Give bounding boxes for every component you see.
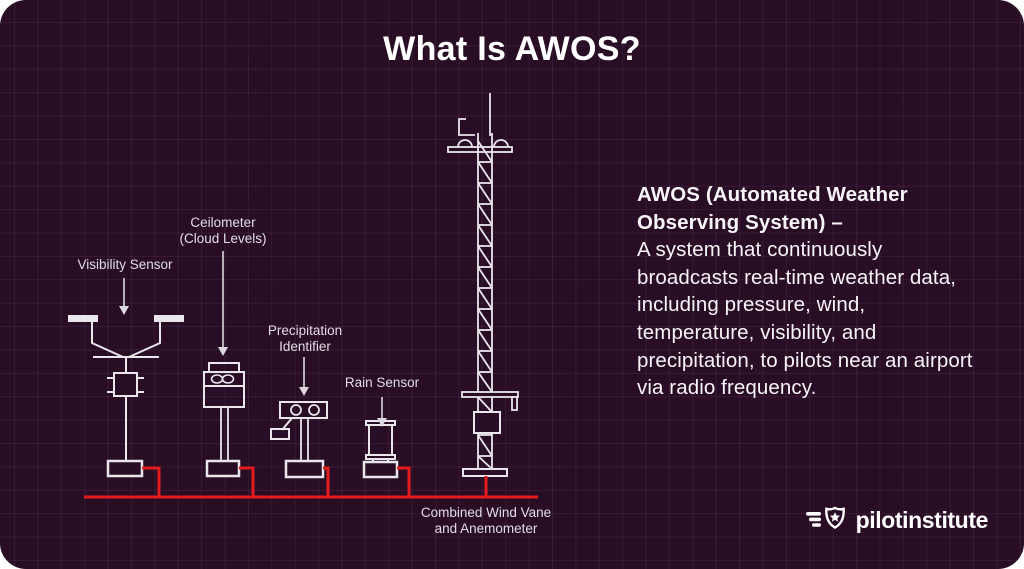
precipitation-identifier-diagram	[270, 401, 328, 479]
label-ceilometer: Ceilometer (Cloud Levels)	[179, 215, 266, 247]
label-arrows	[119, 251, 387, 427]
label-precipitation-identifier: Precipitation Identifier	[268, 323, 342, 355]
label-wind-vane-anemometer: Combined Wind Vane and Anemometer	[421, 505, 551, 537]
label-visibility-sensor: Visibility Sensor	[77, 257, 173, 272]
logo-wordmark: pilotinstitute	[855, 506, 989, 533]
label-precipitation-line1: Precipitation	[267, 323, 343, 338]
description-heading-line2: Observing System) –	[637, 210, 843, 234]
pilot-institute-logo: pilotinstitute	[805, 504, 988, 536]
wind-tower-diagram	[447, 93, 519, 477]
page-title: What Is AWOS?	[383, 30, 641, 68]
winged-shield-star-icon	[805, 506, 845, 529]
description-body: A system that continuously broadcasts re…	[637, 238, 973, 400]
label-wind-line1: Combined Wind Vane	[420, 505, 552, 520]
description-block: AWOS (Automated Weather Observing System…	[637, 181, 982, 402]
rain-sensor-diagram	[362, 420, 399, 479]
label-precipitation-line2: Identifier	[279, 339, 331, 354]
label-ceilometer-line2: (Cloud Levels)	[179, 231, 267, 246]
description-heading-line1: AWOS (Automated Weather	[637, 183, 908, 206]
power-wiring	[84, 466, 538, 499]
label-rain-sensor: Rain Sensor	[344, 375, 420, 390]
label-ceilometer-line1: Ceilometer	[190, 215, 256, 230]
label-wind-line2: and Anemometer	[434, 521, 538, 536]
visibility-sensor-diagram	[68, 315, 184, 478]
ceilometer-diagram	[203, 362, 245, 478]
